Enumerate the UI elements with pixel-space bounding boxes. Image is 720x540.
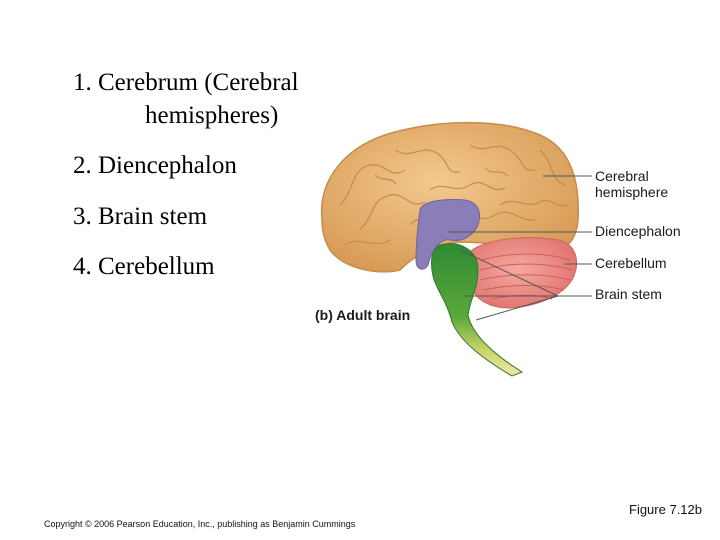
cerebellum-region — [467, 237, 578, 309]
list-item-diencephalon: 2. Diencephalon — [73, 152, 237, 179]
brain-illustration — [320, 121, 592, 377]
copyright-notice: Copyright © 2006 Pearson Education, Inc.… — [44, 519, 356, 529]
list-item-cerebrum: 1. Cerebrum (Cerebral — [73, 69, 299, 96]
diencephalon-region — [415, 199, 480, 270]
label-cerebral-hemisphere: Cerebral hemisphere — [595, 168, 669, 200]
figure-number: Figure 7.12b — [629, 502, 702, 517]
brain-stem-region — [431, 243, 524, 377]
label-cerebellum: Cerebellum — [595, 255, 667, 271]
list-item-cerebellum: 4. Cerebellum — [73, 253, 215, 280]
label-diencephalon: Diencephalon — [595, 223, 681, 239]
list-item-brain-stem: 3. Brain stem — [73, 203, 208, 230]
label-brain-stem: Brain stem — [595, 286, 662, 302]
figure-caption: (b) Adult brain — [315, 307, 411, 323]
list-item-cerebrum-continued: hemispheres) — [145, 102, 279, 129]
